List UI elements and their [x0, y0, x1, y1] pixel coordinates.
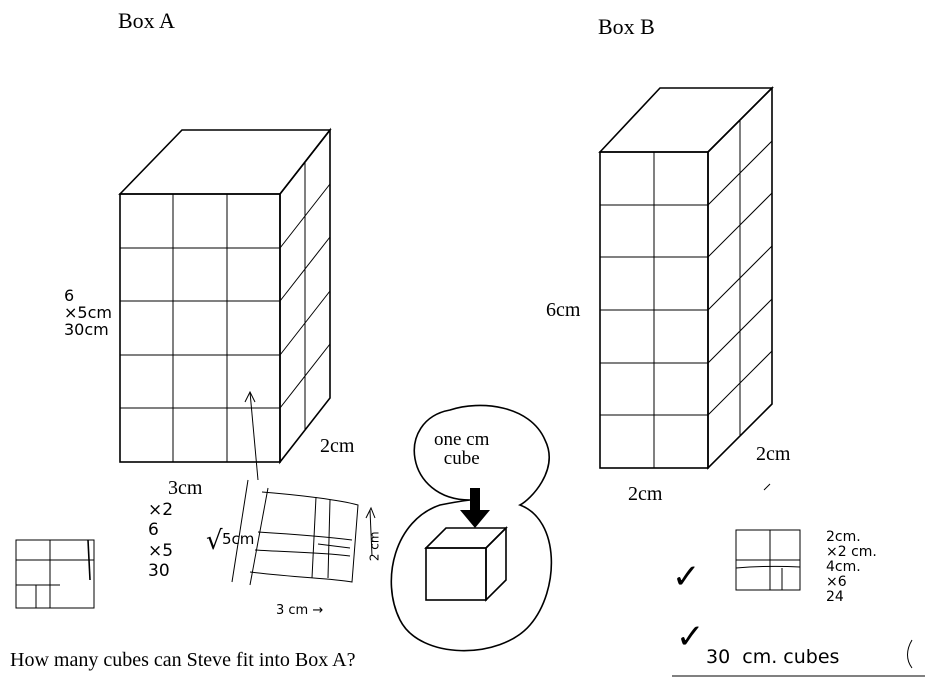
box-a-height-note: 6 ×5cm 30cm	[64, 286, 112, 339]
check-mark-1: ✓	[672, 557, 701, 597]
box-b-answer: 30 cm. cubes	[706, 646, 840, 668]
box-b-depth-label: 2cm	[756, 443, 791, 465]
sketch-width-label: 3 cm →	[276, 603, 324, 618]
box-b-title: Box B	[598, 14, 655, 39]
cube-label: one cm cube	[434, 429, 490, 469]
question-text: How many cubes can Steve fit into Box A?	[10, 649, 356, 671]
sketch-depth-label: 2 cm	[367, 531, 382, 562]
box-a-drawing	[118, 127, 332, 481]
student-sketch-a	[231, 479, 376, 586]
check-mark-3: √	[206, 526, 223, 556]
box-b-working: 2cm. ×2 cm. 4cm. ×6 24	[826, 529, 877, 606]
student-sketch-left	[15, 539, 95, 609]
box-a-width-label: 3cm	[168, 477, 203, 499]
check-mark-2: ✓	[676, 617, 705, 657]
student-sketch-b	[735, 529, 801, 591]
box-b-width-label: 2cm	[628, 483, 663, 505]
box-b-drawing	[598, 86, 774, 491]
box-b-height-label: 6cm	[546, 299, 581, 321]
box-a-working: ×2 6 ×5 30	[148, 500, 174, 582]
cube-bubble	[390, 404, 553, 652]
sketch-height-label: 5cm	[222, 530, 255, 548]
box-a-title: Box A	[118, 8, 175, 33]
box-a-depth-label: 2cm	[320, 435, 355, 457]
